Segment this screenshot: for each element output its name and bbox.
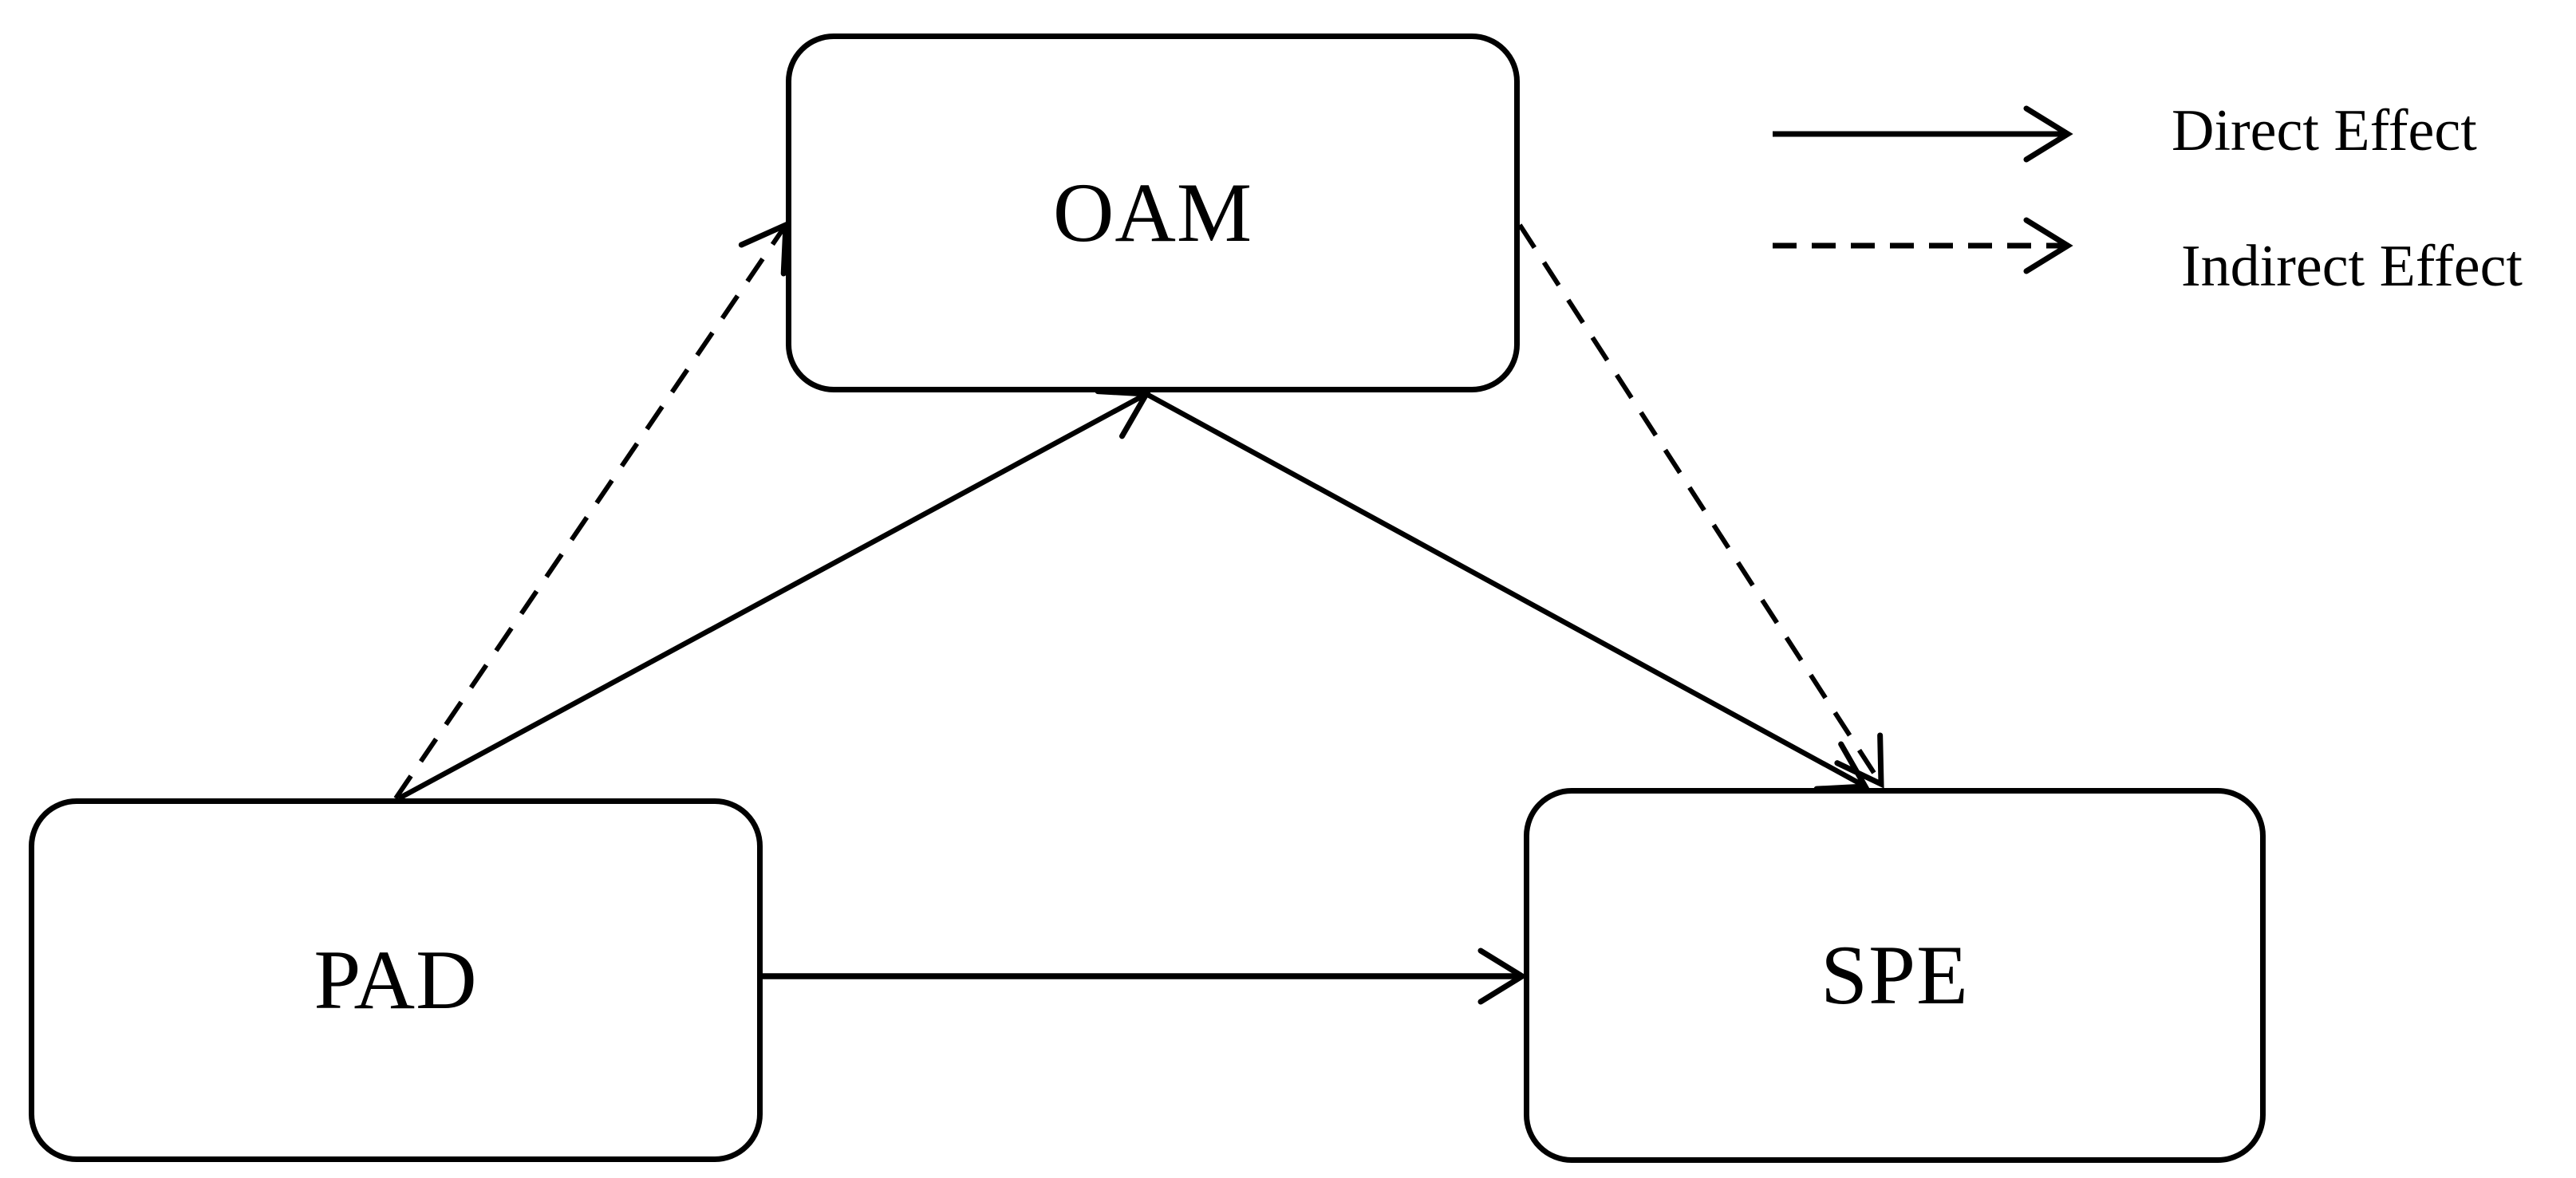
edge-pad-oam-indirect bbox=[393, 220, 789, 800]
node-spe: SPE bbox=[1524, 788, 2266, 1163]
legend-label-indirect-effect: Indirect Effect bbox=[2181, 234, 2523, 299]
node-pad-label: PAD bbox=[314, 933, 478, 1026]
edge-oam-spe-indirect bbox=[1517, 223, 1884, 789]
node-pad: PAD bbox=[29, 798, 763, 1162]
node-spe-label: SPE bbox=[1821, 928, 1969, 1022]
legend-label-direct-effect: Direct Effect bbox=[2172, 98, 2477, 164]
edge-pad-oam-direct bbox=[397, 388, 1151, 801]
edge-oam-spe-direct bbox=[1145, 392, 1870, 792]
node-oam-label: OAM bbox=[1052, 166, 1253, 259]
node-oam: OAM bbox=[786, 33, 1520, 392]
